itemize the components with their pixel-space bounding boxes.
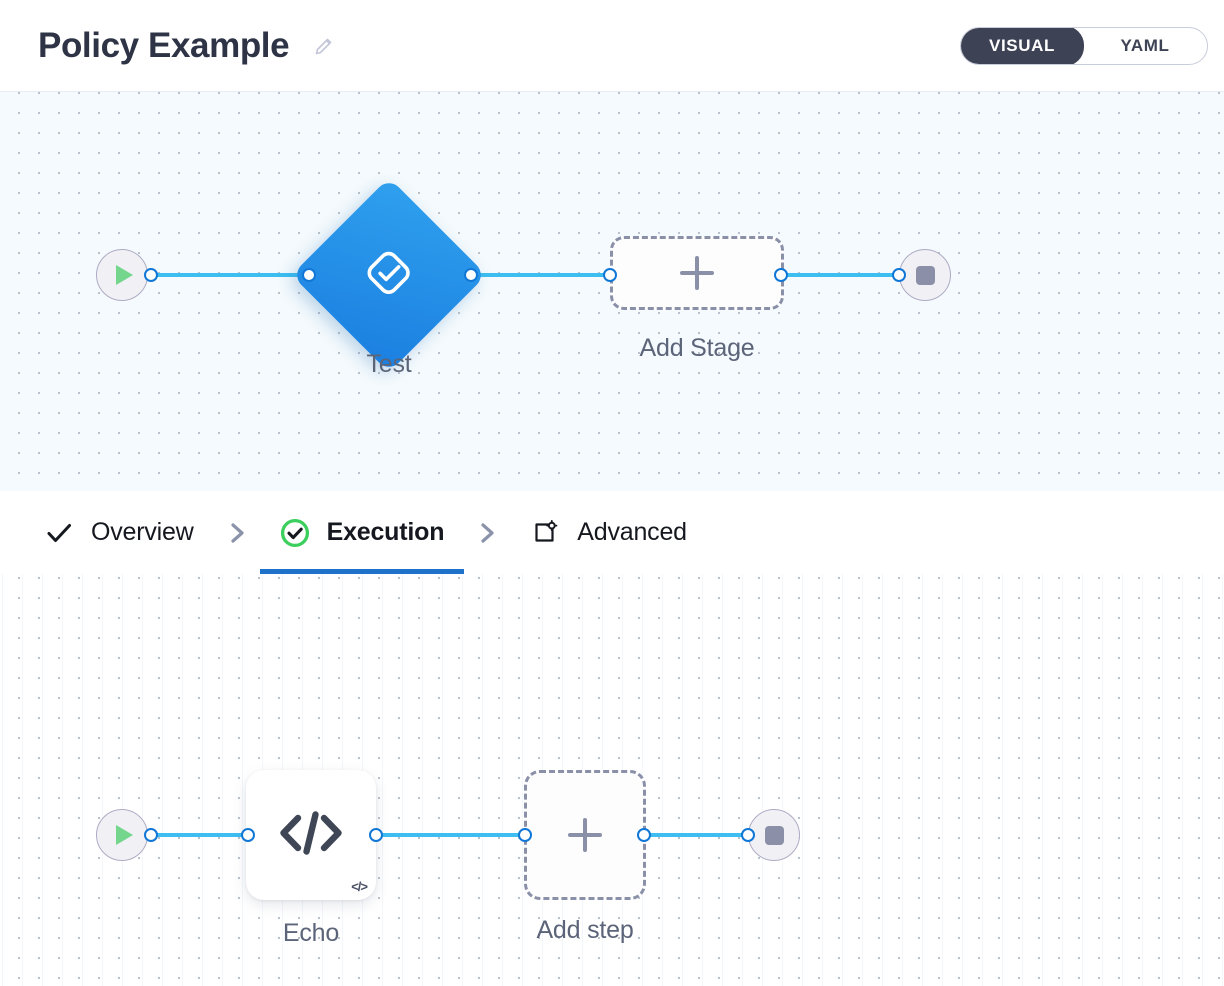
page-header: Policy Example VISUAL YAML: [0, 0, 1224, 92]
tab-label-execution: Execution: [326, 518, 445, 546]
add-step-button[interactable]: [524, 770, 646, 900]
code-icon: [274, 805, 348, 866]
step-pipeline-canvas[interactable]: </> Echo Add step: [0, 574, 1224, 986]
port-addstage-in[interactable]: [603, 268, 617, 282]
step-stop-node[interactable]: [748, 809, 800, 861]
start-circle-step[interactable]: [96, 809, 148, 861]
tab-advanced[interactable]: Advanced: [530, 491, 687, 574]
tab-overview[interactable]: Overview: [44, 491, 194, 574]
tab-label-overview: Overview: [91, 518, 194, 546]
port-step-stop-in[interactable]: [741, 828, 755, 842]
step-label-echo: Echo: [282, 919, 340, 947]
code-badge-icon: </>: [351, 879, 368, 894]
stop-icon: [764, 825, 784, 845]
edge-echo-to-addstep: [370, 833, 530, 837]
section-tabbar[interactable]: Overview Execution Advanced: [0, 491, 1224, 574]
check-circle-icon: [280, 518, 310, 548]
stop-circle[interactable]: [899, 249, 951, 301]
play-icon: [116, 265, 133, 285]
add-stage-button[interactable]: [610, 236, 784, 310]
step-node-echo[interactable]: </>: [246, 770, 376, 900]
toggle-option-visual[interactable]: VISUAL: [961, 27, 1084, 64]
edge-start-to-echo: [146, 833, 264, 837]
plus-icon-vertical: [694, 256, 700, 290]
port-echo-in[interactable]: [241, 828, 255, 842]
stage-label-test: Test: [366, 350, 412, 378]
edge-test-to-addstage: [462, 273, 614, 277]
edge-start-to-test: [146, 273, 326, 277]
page-title: Policy Example: [38, 26, 290, 65]
view-mode-toggle[interactable]: VISUAL YAML: [960, 26, 1208, 65]
tab-label-advanced: Advanced: [577, 518, 687, 546]
add-stage-label: Add Stage: [639, 334, 755, 362]
port-start-out[interactable]: [144, 268, 158, 282]
pencil-icon[interactable]: [311, 33, 337, 59]
port-stop-in[interactable]: [892, 268, 906, 282]
edge-addstep-to-stop: [638, 833, 760, 837]
start-circle[interactable]: [96, 249, 148, 301]
port-step-start-out[interactable]: [144, 828, 158, 842]
port-addstage-out[interactable]: [774, 268, 788, 282]
toggle-option-yaml[interactable]: YAML: [1120, 35, 1170, 55]
add-step-label: Add step: [536, 916, 634, 944]
check-icon: [44, 518, 74, 548]
stop-circle-step[interactable]: [748, 809, 800, 861]
stage-node-test[interactable]: [291, 177, 487, 373]
plus-icon-vertical: [582, 818, 588, 852]
tab-execution[interactable]: Execution: [259, 491, 464, 574]
port-addstep-out[interactable]: [637, 828, 651, 842]
port-echo-out[interactable]: [369, 828, 383, 842]
stage-start-node[interactable]: [96, 249, 148, 301]
port-addstep-in[interactable]: [518, 828, 532, 842]
chevron-right-icon-2: [444, 491, 530, 574]
advanced-gear-icon: [530, 518, 560, 548]
port-test-in[interactable]: [302, 268, 316, 282]
stage-stop-node[interactable]: [899, 249, 951, 301]
stop-icon: [915, 265, 935, 285]
checkmark-square-icon: [361, 245, 417, 306]
stage-diamond-test[interactable]: [291, 177, 487, 373]
port-test-out[interactable]: [464, 268, 478, 282]
chevron-right-icon: [194, 491, 280, 574]
play-icon: [116, 825, 133, 845]
step-start-node[interactable]: [96, 809, 148, 861]
edge-addstage-to-stop: [775, 273, 905, 277]
stage-pipeline-canvas[interactable]: Test Add Stage: [0, 92, 1224, 491]
